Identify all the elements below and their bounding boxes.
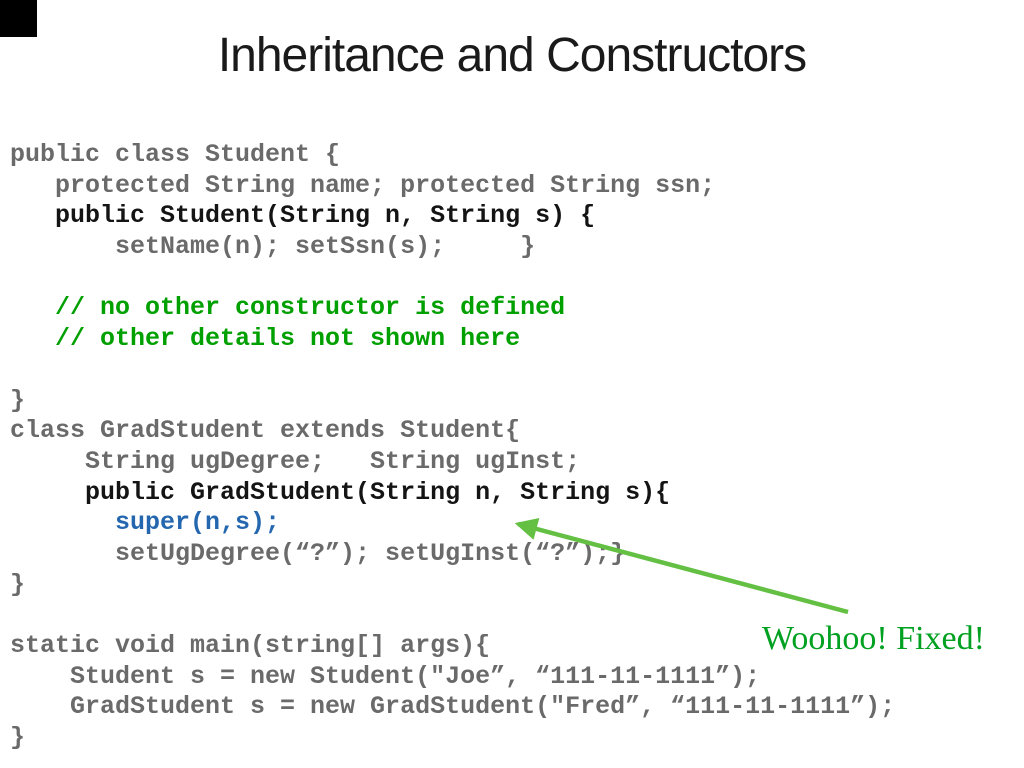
slide-title: Inheritance and Constructors — [217, 29, 807, 82]
corner-marker — [0, 0, 37, 37]
code-line: super(n,s); — [10, 508, 281, 538]
code-line: static void main(string[] args){ — [10, 631, 491, 660]
code-line: // other details not shown here — [10, 324, 521, 354]
code-line: } — [10, 569, 26, 599]
code-block: public class Student { protected String … — [10, 140, 1010, 754]
code-line: public GradStudent(String n, String s){ — [10, 477, 671, 507]
annotation-text: Woohoo! Fixed! — [762, 620, 985, 657]
code-line: GradStudent s = new GradStudent("Fred”, … — [10, 692, 896, 722]
code-line — [10, 263, 1010, 294]
code-line: String ugDegree; String ugInst; — [10, 446, 581, 476]
code-line: } — [10, 385, 26, 415]
code-line: // no other constructor is defined — [10, 293, 566, 323]
code-line: Student s = new Student("Joe”, “111-11-1… — [10, 661, 761, 691]
code-line: public class Student { — [10, 140, 341, 169]
code-line: } — [10, 723, 26, 753]
code-line: protected String name; protected String … — [10, 170, 716, 200]
code-line: class GradStudent extends Student{ — [10, 416, 521, 446]
code-line: setName(n); setSsn(s); } — [10, 232, 536, 262]
annotation-arrow-icon — [514, 518, 849, 615]
code-line: public Student(String n, String s) { — [10, 201, 596, 231]
code-line — [10, 355, 1010, 386]
